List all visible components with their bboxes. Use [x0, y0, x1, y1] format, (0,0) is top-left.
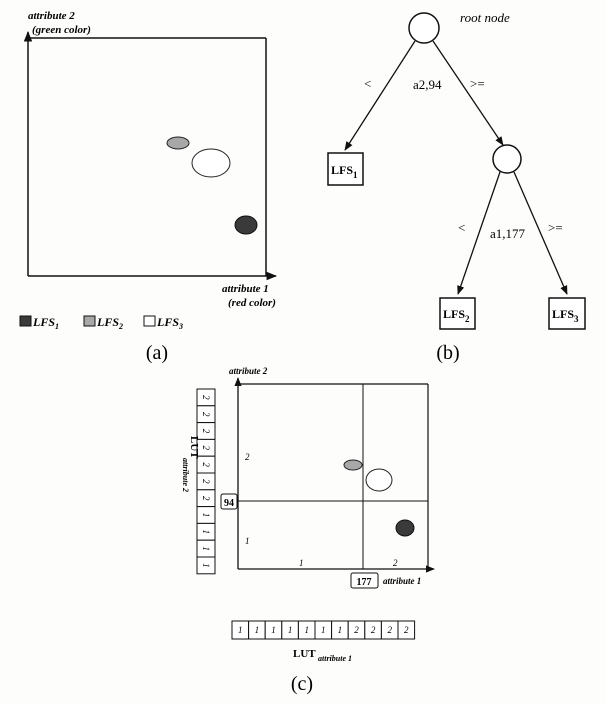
lut-attr2-cell-value: 2	[201, 462, 211, 467]
lut-attribute-2: 2 2 2 2 2 2 2 1 1 1 1	[196, 388, 216, 575]
lut-attr1-cell-value: 2	[354, 625, 359, 635]
leaf-label-lfs3: LFS3	[552, 307, 579, 324]
lut-attr1-cell-value: 1	[255, 625, 260, 635]
tree-leaf-lfs1	[327, 152, 364, 186]
lut-attr2-cell-value: 2	[201, 429, 211, 434]
lut-attr1-cell-value: 2	[371, 625, 376, 635]
threshold-attr2: 94	[224, 498, 234, 509]
region-label-y-lower: 1	[245, 536, 250, 546]
lut-attr1-cell	[397, 620, 416, 640]
lut-attr2-cell-value: 1	[201, 563, 211, 568]
lut-attr2-cell-value: 2	[201, 395, 211, 400]
threshold-box-attr2	[220, 493, 238, 510]
panel-a-cluster-lfs1	[234, 215, 258, 235]
lut-attr2-cell-value: 2	[201, 446, 211, 451]
tree-edge-root-left	[344, 40, 416, 151]
lut-attr1-sub: attribute 1	[318, 654, 352, 663]
leaf-label-lfs1: LFS1	[331, 163, 358, 180]
leaf-label-lfs2: LFS2	[443, 307, 470, 324]
panel-b: root node < a2,94 >= LFS1 < a1,177 >= LF…	[327, 10, 586, 364]
panel-c-y-axis-label: attribute 2	[229, 366, 268, 376]
threshold-box-attr1	[350, 572, 379, 589]
lut-attr2-title: LUT	[188, 436, 200, 459]
region-label-x-right: 2	[393, 558, 398, 568]
lut-attr1-cell-value: 1	[271, 625, 276, 635]
inner-left-op: <	[458, 220, 465, 235]
lut-attr1-title: LUT	[293, 648, 316, 660]
panel-c-x-axis-label: attribute 1	[383, 576, 421, 586]
root-left-op: <	[364, 76, 371, 91]
legend-swatch-lfs3	[143, 315, 156, 327]
root-right-op: >=	[470, 76, 485, 91]
lut-attr2-cell-value: 1	[201, 546, 211, 551]
panel-a: attribute 2 (green color) attribute 1 (r…	[19, 10, 278, 364]
tree-root-node	[408, 12, 440, 44]
threshold-attr1: 177	[357, 577, 372, 588]
inner-split-label: a1,177	[490, 226, 526, 241]
legend-label-lfs1: LFS1	[32, 315, 59, 331]
lut-attr2-sub: attribute 2	[181, 458, 190, 492]
legend-label-lfs3: LFS3	[156, 315, 183, 331]
panel-a-x-axis-label: attribute 1	[222, 283, 269, 295]
panel-a-legend: LFS1 LFS2 LFS3	[19, 315, 183, 331]
panel-a-cluster-lfs2	[166, 136, 190, 150]
panel-a-cluster-lfs3	[191, 148, 231, 178]
tree-leaf-lfs3	[548, 297, 586, 330]
lut-attribute-1: 1 1 1 1 1 1 1 2 2 2 2	[231, 620, 416, 640]
legend-swatch-lfs2	[83, 315, 96, 327]
inner-right-op: >=	[548, 220, 563, 235]
lut-attr2-caption: LUT attribute 2	[181, 436, 200, 492]
root-node-label: root node	[460, 10, 510, 25]
tree-leaf-lfs2	[439, 297, 476, 330]
panel-c-cluster-lfs1	[395, 519, 415, 537]
region-label-x-left: 1	[299, 558, 304, 568]
panel-a-y-axis-label: attribute 2	[28, 10, 75, 22]
lut-attr1-cell-value: 2	[387, 625, 392, 635]
tree-inner-node	[492, 144, 522, 174]
panel-a-x-axis-sublabel: (red color)	[228, 297, 276, 309]
lut-attr2-cell-value: 2	[201, 496, 211, 501]
lut-attr1-cell-value: 2	[404, 625, 409, 635]
lut-attr2-cell-value: 1	[201, 513, 211, 518]
lut-attr2-cell-value: 2	[201, 412, 211, 417]
region-label-y-upper: 2	[245, 452, 250, 462]
root-split-label: a2,94	[413, 77, 442, 92]
lut-attr1-cell-value: 1	[321, 625, 326, 635]
lut-attr1-cell-value: 1	[338, 625, 343, 635]
legend-swatch-lfs1	[19, 315, 32, 327]
legend-label-lfs2: LFS2	[96, 315, 123, 331]
lut-attr2-cell	[196, 556, 216, 575]
panel-c: attribute 2 2 1 1 2 94 177 attribute 1 2…	[181, 366, 435, 695]
panel-a-caption: (a)	[146, 342, 168, 364]
panel-a-y-axis-sublabel: (green color)	[32, 24, 91, 36]
panel-c-cluster-lfs3	[365, 468, 393, 492]
panel-c-caption: (c)	[291, 673, 313, 695]
lut-attr1-cell-value: 1	[304, 625, 309, 635]
tree-edge-inner-right	[513, 171, 568, 295]
lut-attr2-cell-value: 1	[201, 530, 211, 535]
tree-edge-root-right	[432, 40, 504, 146]
lut-attr2-cell-value: 2	[201, 479, 211, 484]
panel-b-caption: (b)	[436, 342, 459, 364]
lut-attr1-cell-value: 1	[238, 625, 243, 635]
lut-attr1-cell-value: 1	[288, 625, 293, 635]
panel-c-cluster-lfs2	[343, 459, 363, 471]
tree-edge-inner-left	[457, 171, 501, 295]
